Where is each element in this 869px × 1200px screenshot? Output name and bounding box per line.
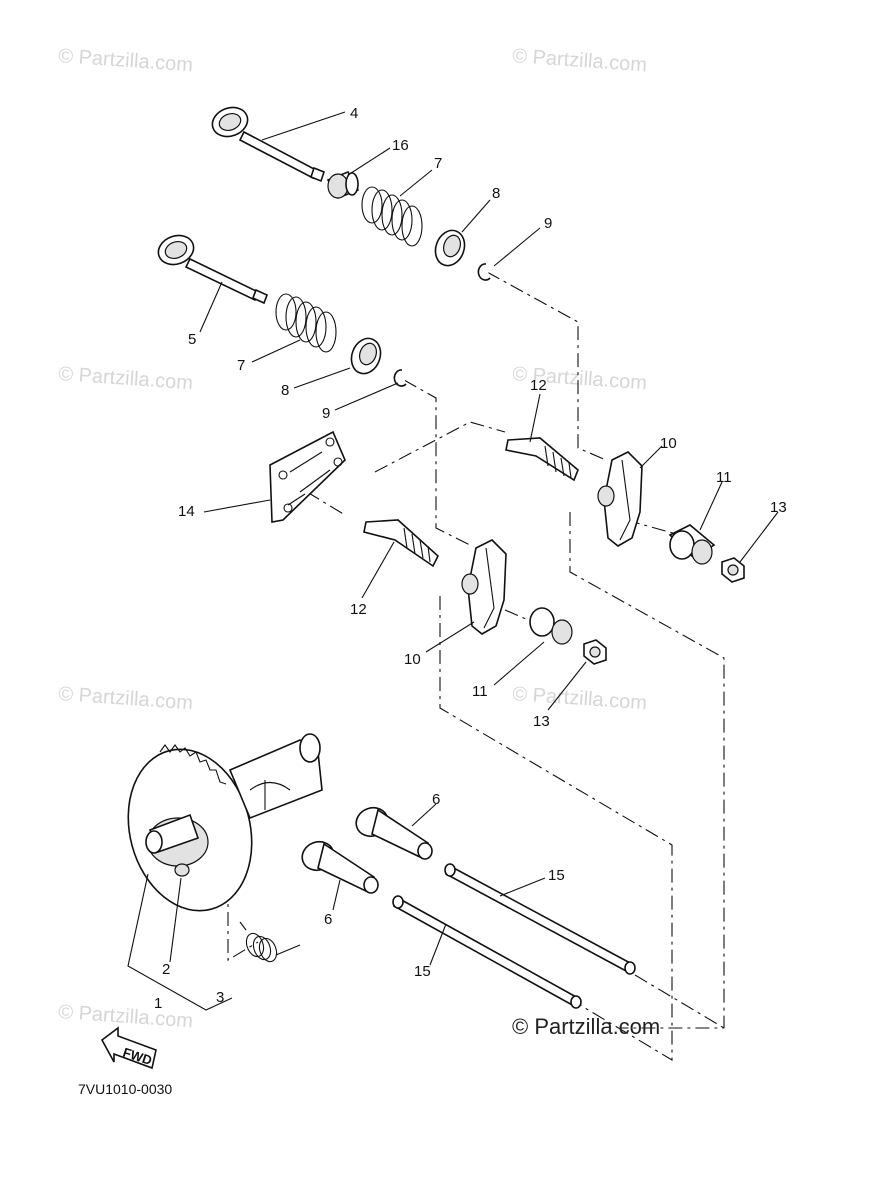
rocker-shaft-lower xyxy=(363,519,439,568)
collar-lower xyxy=(529,607,573,645)
push-rod-lower xyxy=(392,895,582,1009)
rocker-shaft-upper xyxy=(505,437,579,482)
spring-retainer-lower xyxy=(350,337,382,375)
diagram-code: 7VU1010-0030 xyxy=(78,1081,172,1097)
nut-upper xyxy=(721,557,745,583)
watermark-2: © Partzilla.com xyxy=(512,45,648,76)
callout-9b: 9 xyxy=(322,405,330,422)
brand-label: © Partzilla.com xyxy=(512,1014,660,1039)
collar-upper xyxy=(668,524,716,565)
nut-lower xyxy=(583,639,607,665)
tappet-lower xyxy=(301,840,379,894)
callout-labels: 4 16 7 8 9 5 7 8 9 12 10 11 13 14 12 10 … xyxy=(154,105,787,1012)
callout-4: 4 xyxy=(350,105,358,122)
valve-cotter-upper xyxy=(477,263,491,281)
callout-7b: 7 xyxy=(237,357,245,374)
camshaft-gear xyxy=(127,733,323,912)
callout-8a: 8 xyxy=(492,185,500,202)
callout-10a: 10 xyxy=(660,435,677,452)
valve-spring-upper xyxy=(361,186,423,247)
valve-lower xyxy=(157,234,269,305)
callout-9a: 9 xyxy=(544,215,552,232)
push-rod-upper xyxy=(444,863,636,975)
callout-6a: 6 xyxy=(432,791,440,808)
rocker-plate xyxy=(269,430,346,523)
fwd-arrow-icon: FWD xyxy=(100,1026,157,1070)
spring-retainer-upper xyxy=(434,229,466,267)
leader-lines xyxy=(127,111,779,1011)
callout-7a: 7 xyxy=(434,155,442,172)
watermark-3: © Partzilla.com xyxy=(58,363,194,394)
valve-spring-lower xyxy=(275,293,337,353)
callout-14: 14 xyxy=(178,503,195,520)
valve-cotter-lower xyxy=(393,369,407,387)
callout-6b: 6 xyxy=(324,911,332,928)
callout-13b: 13 xyxy=(533,713,550,730)
callout-5: 5 xyxy=(188,331,196,348)
cam-pin xyxy=(174,863,190,877)
rocker-arm-upper xyxy=(597,451,643,547)
callout-16: 16 xyxy=(392,137,409,154)
rocker-arm-lower xyxy=(461,539,507,635)
watermark-5: © Partzilla.com xyxy=(58,683,194,714)
callout-11a: 11 xyxy=(716,469,732,486)
callout-11b: 11 xyxy=(472,683,488,700)
tappet-upper xyxy=(355,806,433,860)
callout-15b: 15 xyxy=(414,963,431,980)
callout-2: 2 xyxy=(162,961,170,978)
watermark-1: © Partzilla.com xyxy=(58,45,194,76)
callout-1: 1 xyxy=(154,995,162,1012)
watermark-7: © Partzilla.com xyxy=(58,1001,194,1032)
callout-13a: 13 xyxy=(770,499,787,516)
valve-upper xyxy=(211,106,325,183)
callout-3: 3 xyxy=(216,989,224,1006)
valve-stem-seal xyxy=(326,170,360,200)
callout-12b: 12 xyxy=(350,601,367,618)
callout-15a: 15 xyxy=(548,867,565,884)
decompression-spring xyxy=(239,921,301,963)
callout-10b: 10 xyxy=(404,651,421,668)
watermark-6: © Partzilla.com xyxy=(512,683,648,714)
callout-12a: 12 xyxy=(530,377,547,394)
callout-8b: 8 xyxy=(281,382,289,399)
